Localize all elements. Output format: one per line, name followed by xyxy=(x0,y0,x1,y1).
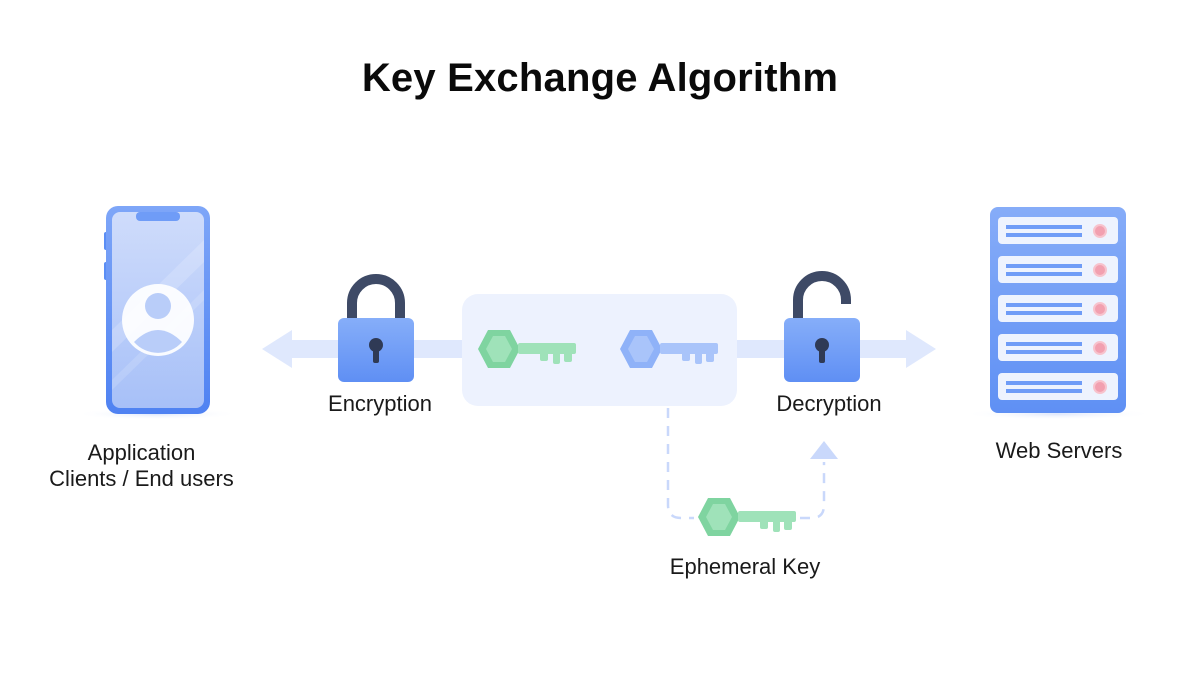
open-lock-icon xyxy=(784,271,860,382)
closed-lock-icon xyxy=(338,274,414,382)
ephemeral-key-label: Ephemeral Key xyxy=(669,554,821,579)
avatar xyxy=(122,284,194,356)
web-servers-label: Web Servers xyxy=(995,438,1123,463)
status-led xyxy=(1093,302,1107,316)
arrow-head-left xyxy=(262,330,292,368)
application-label-line1: Application xyxy=(87,440,196,465)
diagram-title: Key Exchange Algorithm xyxy=(361,56,839,100)
green-key-icon xyxy=(478,330,576,368)
encryption-label: Encryption xyxy=(328,391,432,416)
status-led xyxy=(1093,224,1107,238)
key-exchange-panel xyxy=(462,294,737,406)
smartphone-icon xyxy=(75,206,239,420)
application-label: Application Clients / End users xyxy=(0,440,283,492)
ephemeral-key-path xyxy=(666,408,838,520)
status-led xyxy=(1093,263,1107,277)
arrow-up-icon xyxy=(810,441,838,459)
status-led xyxy=(1093,380,1107,394)
decryption-label: Decryption xyxy=(776,391,882,416)
blue-key-icon xyxy=(620,330,718,368)
ephemeral-key-icon xyxy=(698,498,796,536)
server-rack-icon xyxy=(962,207,1154,420)
arrow-head-right xyxy=(906,330,936,368)
status-led xyxy=(1093,341,1107,355)
application-label-line2: Clients / End users xyxy=(49,466,234,491)
